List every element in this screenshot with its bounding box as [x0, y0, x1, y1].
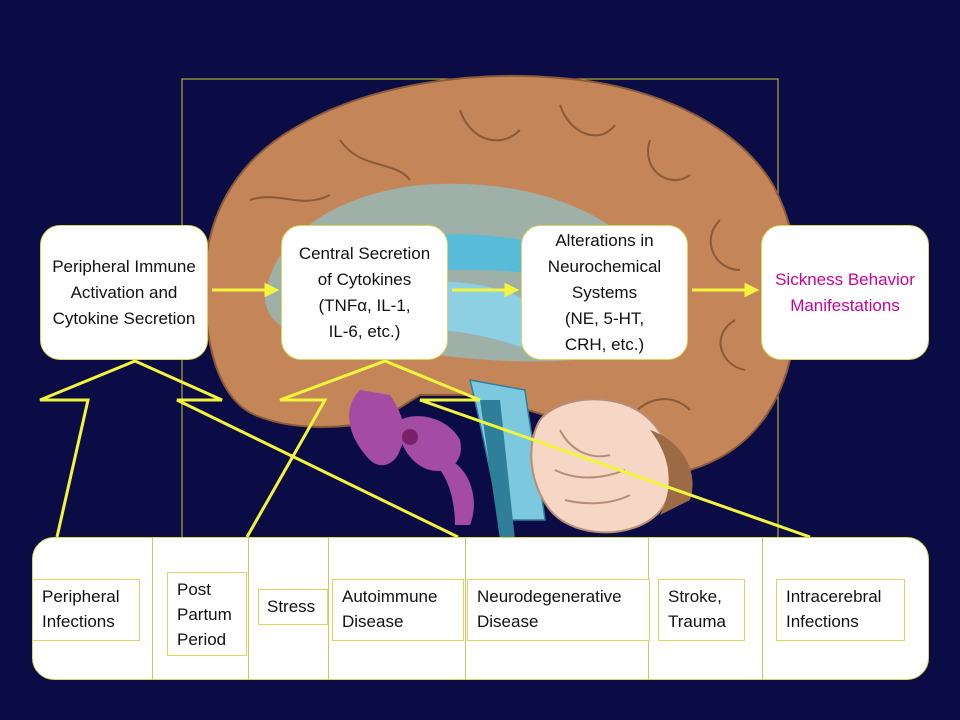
condition-intracerebral-infections: Intracerebral Infections: [776, 579, 905, 641]
pituitary-region: [349, 390, 405, 466]
central-secretion-box: Central Secretion of Cytokines (TNFα, IL…: [281, 225, 448, 360]
condition-autoimmune: Autoimmune Disease: [332, 579, 464, 641]
connector-peripheral: [39, 359, 459, 539]
condition-stroke-trauma: Stroke, Trauma: [658, 579, 745, 641]
divider: [328, 537, 329, 680]
occipital-fold: [650, 430, 693, 515]
connector-central: [245, 359, 811, 539]
central-secretion-text: Central Secretion of Cytokines (TNFα, IL…: [298, 243, 431, 341]
divider: [465, 537, 466, 680]
nucleus-dot: [402, 429, 418, 445]
condition-post-partum: Post Partum Period: [167, 572, 247, 656]
arrow-3-head: [744, 282, 760, 298]
neurochemical-box: Alterations in Neurochemical Systems (NE…: [521, 225, 688, 360]
condition-stress: Stress: [258, 589, 328, 625]
peripheral-activation-box: Peripheral Immune Activation and Cytokin…: [40, 225, 208, 360]
arrow-1-head: [264, 282, 280, 298]
cerebellum: [530, 398, 674, 534]
cerebellum-folia: [554, 429, 631, 505]
peripheral-activation-text: Peripheral Immune Activation and Cytokin…: [52, 256, 196, 328]
flow-arrows: [212, 282, 760, 298]
midbrain: [440, 460, 474, 525]
sickness-behavior-box: Sickness Behavior Manifestations: [761, 225, 929, 360]
condition-neurodegenerative: Neurodegenerative Disease: [467, 579, 650, 641]
neurochemical-text: Alterations in Neurochemical Systems (NE…: [547, 230, 662, 354]
condition-peripheral-infections: Peripheral Infections: [32, 579, 140, 641]
divider: [762, 537, 763, 680]
hypothalamus: [399, 416, 461, 471]
arrow-2-head: [504, 282, 520, 298]
brain-gyri: [249, 104, 746, 421]
divider: [152, 537, 153, 680]
sickness-behavior-text: Sickness Behavior Manifestations: [775, 269, 915, 315]
brain-illustration: [203, 74, 800, 540]
spinal-canal: [480, 400, 515, 540]
divider: [248, 537, 249, 680]
connector-lines: [39, 359, 811, 539]
